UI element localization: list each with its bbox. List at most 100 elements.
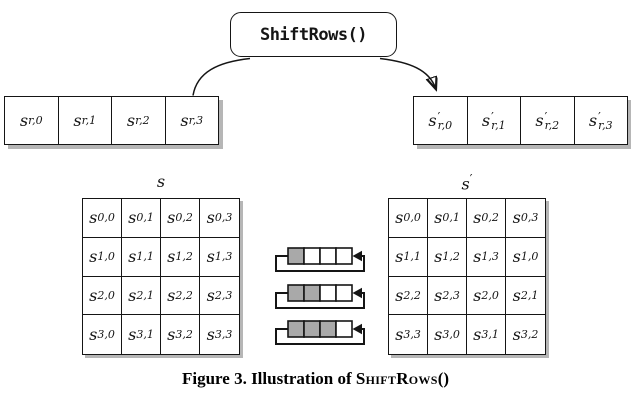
cell-variable: s <box>481 111 491 130</box>
cell-variable: s <box>512 325 521 345</box>
cell-subscript: 2,3 <box>442 288 460 302</box>
cell-subscript: 2,2 <box>175 288 193 302</box>
left-arrowhead-icon <box>352 250 362 262</box>
prime-mark: ′ <box>491 109 494 124</box>
output-row-cell: s′r,0 <box>414 97 468 144</box>
cell-subscript: 1,3 <box>481 250 499 264</box>
cell-subscript: r,3 <box>598 118 613 132</box>
cell-variable: s <box>89 247 98 267</box>
caption-function-name: ShiftRows <box>355 369 438 388</box>
cell-subscript: r,1 <box>81 114 97 127</box>
cell-subscript: 2,2 <box>403 288 421 302</box>
cell-variable: s <box>512 208 521 228</box>
cell-variable: s <box>167 208 176 228</box>
cell-variable: s <box>89 208 98 228</box>
cell-subscript: 0,1 <box>442 211 460 225</box>
prime-mark: ′ <box>437 109 441 124</box>
shiftrows-function-box: ShiftRows() <box>230 12 397 57</box>
register-cell <box>335 320 353 338</box>
shift-register <box>275 320 365 345</box>
output-flow-arrow <box>379 57 436 89</box>
output-row-cell: s′r,2 <box>521 97 575 144</box>
shift-register <box>275 247 365 272</box>
cell-subscript: 0,0 <box>97 211 115 225</box>
cell-variable: s <box>395 285 404 305</box>
cell-variable: s <box>167 325 176 345</box>
prime-mark: ′ <box>598 109 601 124</box>
cell-variable: s <box>19 111 29 130</box>
prime-subscript-stack: ′r,0 <box>438 111 453 131</box>
register-cell <box>335 284 353 302</box>
shiftrows-function-label: ShiftRows() <box>259 24 368 45</box>
cell-subscript: 1,1 <box>136 250 154 264</box>
cell-variable: s <box>73 111 82 130</box>
cell-variable: s <box>434 325 443 345</box>
cell-subscript: 3,2 <box>520 328 539 342</box>
cell-subscript: 2,1 <box>136 288 154 302</box>
cell-subscript: 1,0 <box>97 250 115 264</box>
cell-variable: s <box>434 247 443 267</box>
cell-subscript: 3,0 <box>97 328 115 342</box>
cell-variable: s <box>473 208 482 228</box>
cell-variable: s <box>434 208 443 228</box>
input-flow-line <box>192 57 251 96</box>
cell-variable: s <box>428 111 437 130</box>
prime-subscript-stack: ′r,3 <box>598 111 613 131</box>
cell-subscript: 1,2 <box>175 250 193 264</box>
cell-variable: s <box>128 285 137 305</box>
register-cell <box>319 284 337 302</box>
cell-subscript: r,3 <box>188 114 204 127</box>
cell-subscript: 3,3 <box>214 328 233 342</box>
cell-subscript: 3,1 <box>136 328 154 342</box>
cell-variable: s <box>167 285 176 305</box>
cell-variable: s <box>206 247 215 267</box>
cell-subscript: 0,2 <box>175 211 193 225</box>
register-cell <box>303 247 321 265</box>
cell-variable: s <box>473 325 482 345</box>
cell-subscript: 2,0 <box>97 288 115 302</box>
shift-register <box>275 284 365 309</box>
cell-variable: s <box>395 325 404 345</box>
cell-variable: s <box>128 208 137 228</box>
state-matrix-s-prime-title: s′ <box>388 172 546 194</box>
cell-subscript: 1,0 <box>520 250 539 264</box>
cell-variable: s <box>89 285 98 305</box>
register-cell <box>319 247 337 265</box>
matrix-title-prime: ′ <box>469 172 473 186</box>
cell-subscript: 0,3 <box>214 211 233 225</box>
caption-prefix: Figure 3. Illustration of <box>181 369 356 388</box>
cell-subscript: r,2 <box>135 114 150 127</box>
cell-variable: s <box>512 247 521 267</box>
cell-subscript: 2,0 <box>481 288 499 302</box>
matrix-title-variable: s <box>461 174 470 194</box>
cell-subscript: r,1 <box>491 118 506 132</box>
cell-variable: s <box>206 208 215 228</box>
